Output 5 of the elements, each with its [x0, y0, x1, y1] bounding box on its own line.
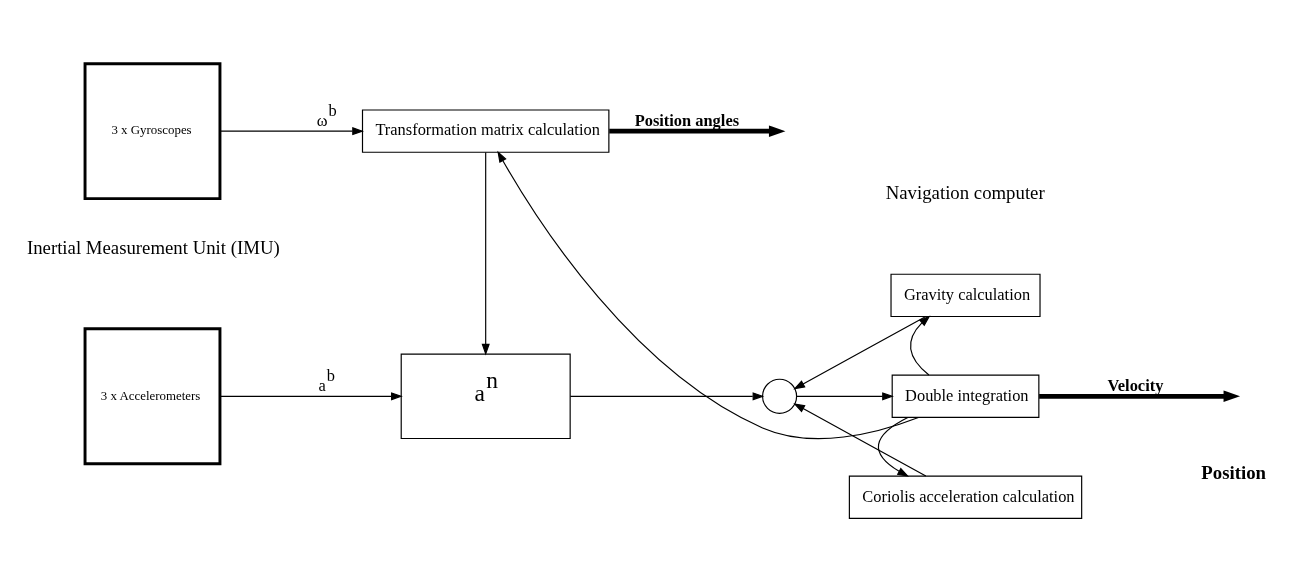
edge-label: Velocity — [1106, 375, 1163, 395]
label: Navigation computer — [885, 181, 1045, 203]
label: Position — [1200, 461, 1266, 483]
label: Inertial Measurement Unit (IMU) — [26, 236, 280, 258]
edge-label: Position angles — [634, 110, 739, 130]
